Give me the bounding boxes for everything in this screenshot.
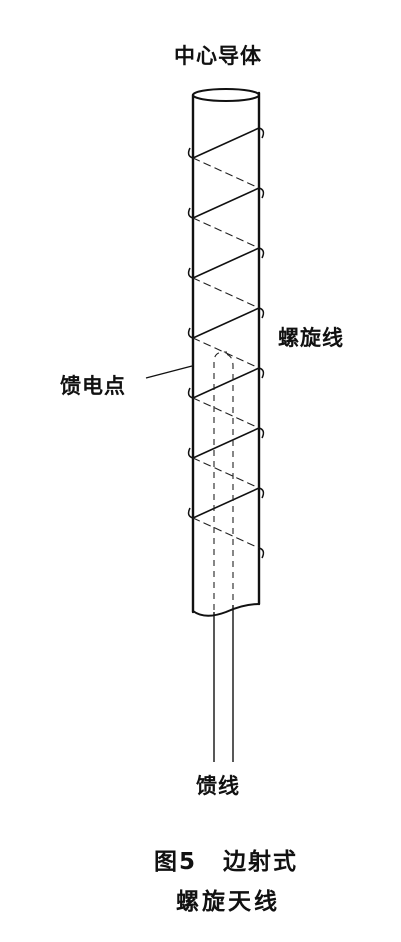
figure-caption-line-1: 图5 边射式 [154, 842, 298, 876]
center-conductor-label: 中心导体 [174, 44, 262, 68]
feed-line-label: 馈线 [196, 774, 240, 798]
tube-bottom-rim [192, 603, 260, 617]
helix-label: 螺旋线 [278, 326, 344, 350]
center-conductor-tube [191, 88, 261, 617]
helix-hidden-turns [192, 157, 260, 549]
tube-top-opening [192, 88, 260, 102]
helix-edge-loops [187, 127, 265, 559]
feed-point-leader [145, 365, 193, 379]
figure-number: 图5 [154, 849, 198, 875]
feed-point-label: 馈电点 [60, 374, 126, 398]
figure-caption-type: 边射式 [223, 849, 299, 875]
internal-feed-wires [213, 351, 234, 610]
feed-line-wires [213, 605, 234, 762]
figure-caption-line-2: 螺旋天线 [176, 889, 280, 915]
helix-front-turns [192, 127, 260, 519]
